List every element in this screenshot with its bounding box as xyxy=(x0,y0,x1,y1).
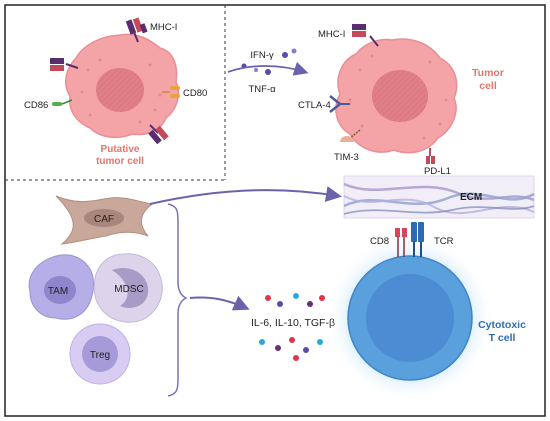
pd-l1-receptor xyxy=(426,148,435,164)
ecm-fibers xyxy=(343,175,535,219)
mhc-i-receptor-putative-left xyxy=(50,58,79,71)
cd8-receptor xyxy=(395,228,407,257)
mhc-i-receptor-putative xyxy=(125,17,148,43)
tam-label: TAM xyxy=(48,286,68,297)
cd86-label: CD86 xyxy=(24,100,48,111)
mhc-i-label-right: MHC-I xyxy=(318,29,345,40)
tumor-cell-granules xyxy=(348,54,448,140)
ifn-gamma-label: IFN-γ xyxy=(250,50,273,61)
cd80-receptor xyxy=(162,86,180,98)
putative-label-line1: Putative xyxy=(101,144,140,155)
signaling-arrow-top xyxy=(227,61,309,76)
figure-border xyxy=(4,4,546,417)
ecm-label: ECM xyxy=(460,192,482,203)
t-cell-nucleus xyxy=(366,274,454,362)
mhc-i-receptor-tumor xyxy=(352,24,379,47)
caf-cell xyxy=(55,195,154,245)
ctla4-receptor xyxy=(329,95,350,113)
tumor-label-line2: cell xyxy=(479,80,497,92)
cytotoxic-label-line1: Cytotoxic xyxy=(478,319,526,331)
cytotoxic-label-line2: T cell xyxy=(489,332,516,344)
treg-label: Treg xyxy=(90,350,110,361)
tumor-label-line1: Tumor xyxy=(472,67,504,79)
mhc-i-label-left: MHC-I xyxy=(150,22,177,33)
putative-cell-granules xyxy=(80,58,162,124)
tcr-label: TCR xyxy=(434,236,454,247)
tim3-label: TIM-3 xyxy=(334,152,359,163)
putative-tumor-cell xyxy=(64,33,180,139)
mdsc-cell xyxy=(93,253,163,323)
tnf-alpha-label: TNF-α xyxy=(248,84,276,95)
cd80-label: CD80 xyxy=(183,88,207,99)
mdsc-label: MDSC xyxy=(114,284,143,295)
arrow-caf-to-ecm xyxy=(149,186,342,205)
tim3-receptor xyxy=(340,129,361,142)
cytokine-dots xyxy=(259,293,325,361)
tcr-receptor xyxy=(411,222,424,257)
cd86-receptor xyxy=(52,99,73,106)
mhc-i-receptor-putative-lower xyxy=(148,124,169,145)
cd8-label: CD8 xyxy=(370,236,389,247)
tam-cell xyxy=(28,254,94,320)
treg-cell xyxy=(69,323,131,385)
caf-label: CAF xyxy=(94,214,114,225)
ctla4-label: CTLA-4 xyxy=(298,100,331,111)
tumor-cell xyxy=(335,38,458,154)
grouping-bracket xyxy=(167,203,188,397)
pd-l1-label: PD-L1 xyxy=(424,166,451,177)
putative-label-line2: tumor cell xyxy=(96,156,144,167)
cytokines-label: IL-6, IL-10, TGF-β xyxy=(251,317,335,329)
arrow-to-cytokines xyxy=(189,295,250,311)
